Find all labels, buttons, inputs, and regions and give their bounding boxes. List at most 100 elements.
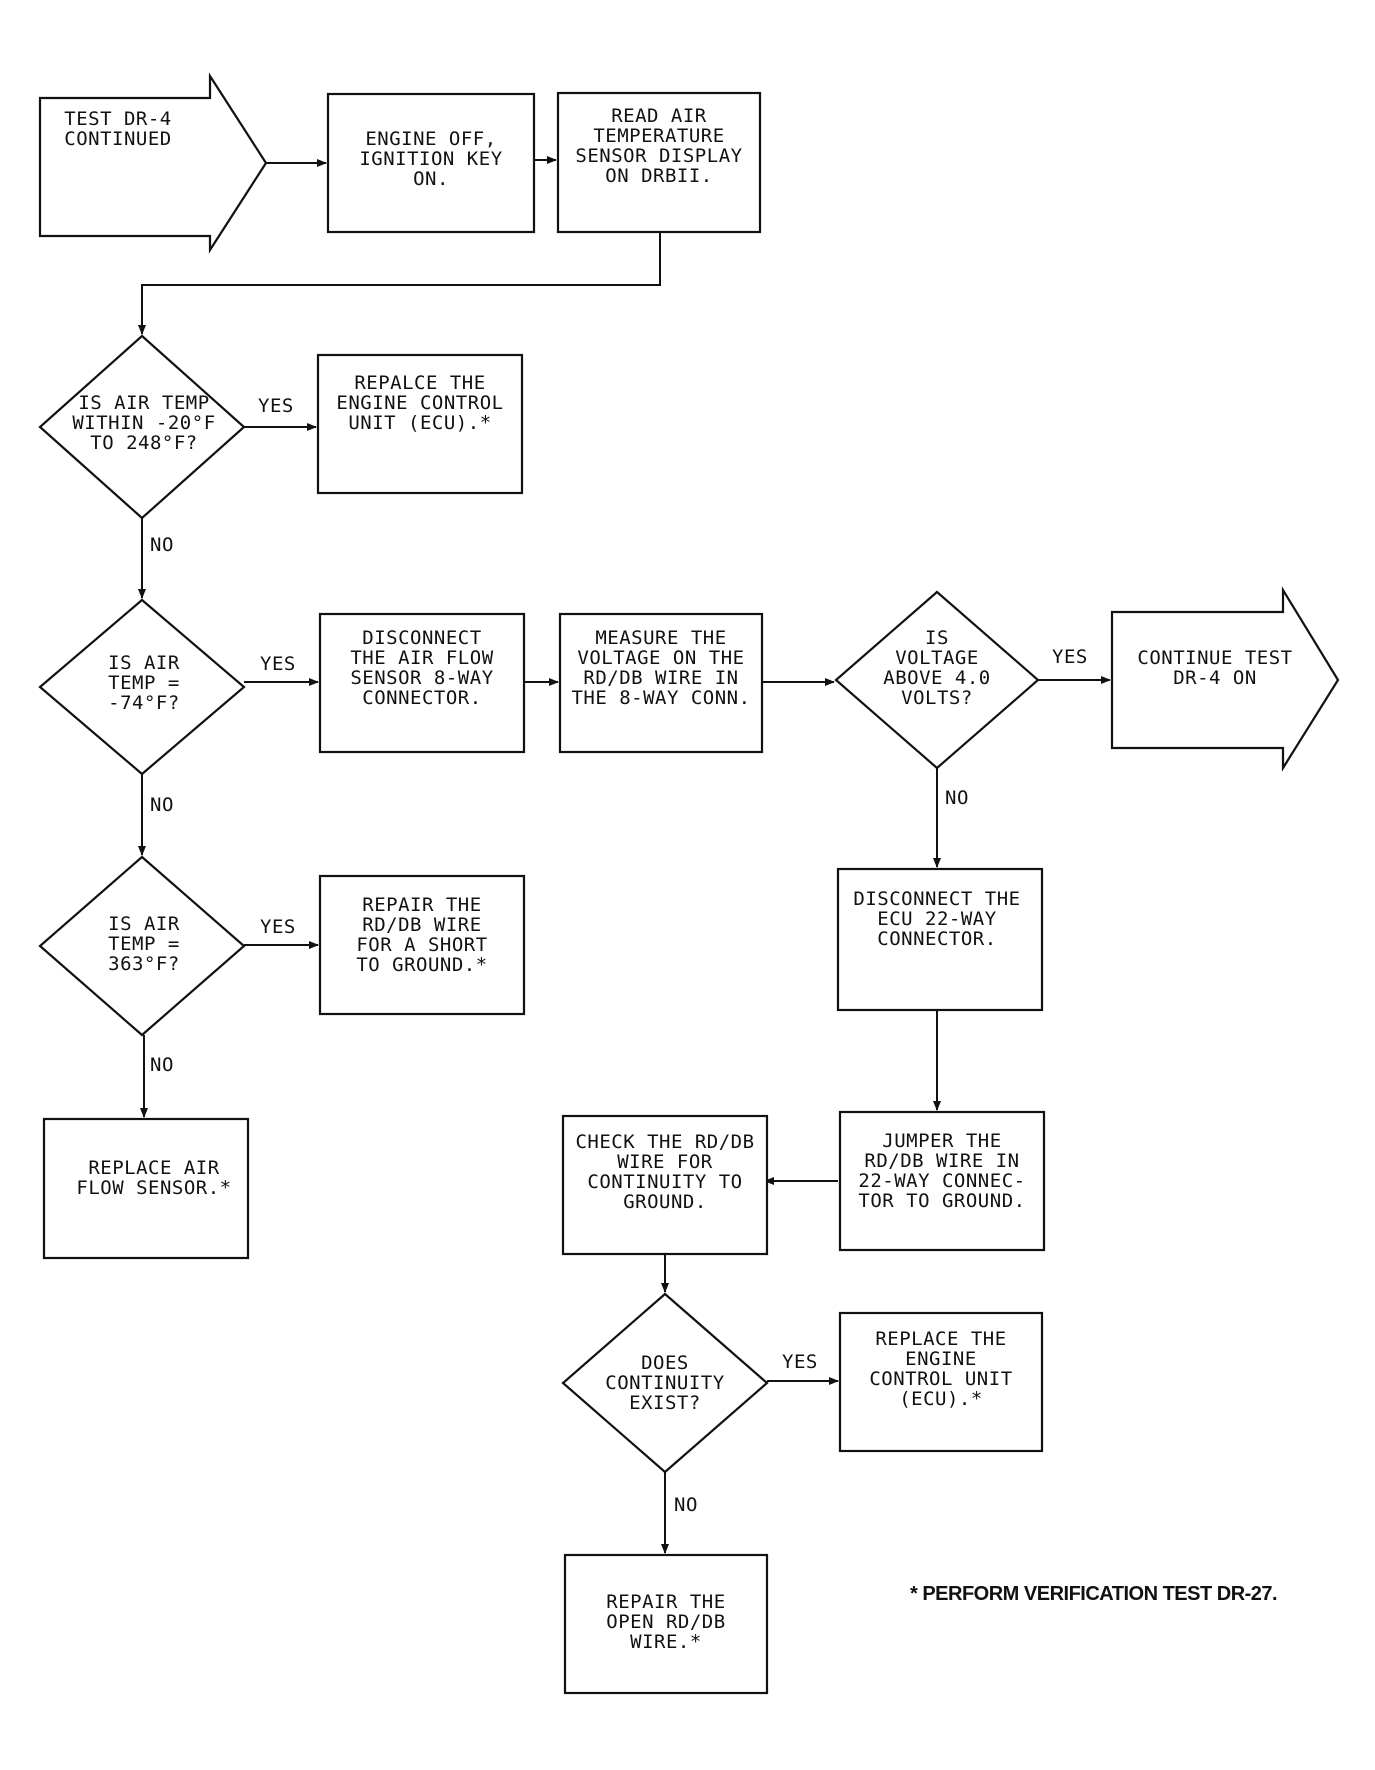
replace-ecu-1-box — [316, 353, 524, 495]
d-cont-diamond — [561, 1292, 769, 1474]
jumper-line-1: JUMPER THE — [882, 1130, 1001, 1152]
d3-line-1: IS AIR — [108, 913, 180, 935]
continue-line-2: DR-4 ON — [1173, 667, 1257, 689]
d-cont-line-1: DOES — [641, 1352, 689, 1374]
measure-line-1: MEASURE THE — [595, 627, 726, 649]
edge-labels: YES NO YES NO YES NO YES NO YES NO — [150, 395, 1088, 1516]
continue-arrow-shape — [1110, 586, 1340, 772]
d2-diamond — [38, 598, 246, 776]
d1-line-1: IS AIR TEMP — [78, 392, 209, 414]
d-volt-diamond — [834, 590, 1040, 770]
read-air-line-1: READ AIR — [611, 105, 707, 127]
disconnect-ecu-line-3: CONNECTOR. — [877, 928, 996, 950]
disconnect-ecu-box — [836, 867, 1044, 1012]
d2-line-1: IS AIR — [108, 652, 180, 674]
d1-diamond — [38, 334, 246, 520]
measure-line-4: THE 8-WAY CONN. — [571, 687, 750, 709]
engine-off-box — [326, 92, 536, 234]
d1-line-3: TO 248°F? — [90, 432, 197, 454]
disconnect-ecu-line-1: DISCONNECT THE — [853, 888, 1020, 910]
edge-read-air-to-d1 — [138, 232, 661, 335]
repair-short-line-2: RD/DB WIRE — [362, 914, 481, 936]
d3-line-3: 363°F? — [108, 953, 180, 975]
repair-open-box — [563, 1553, 769, 1695]
replace-ecu-1-line-3: UNIT (ECU).* — [348, 412, 491, 434]
connectors — [138, 156, 1111, 1554]
replace-ecu-1-line-1: REPALCE THE — [354, 372, 485, 394]
check-line-3: CONTINUITY TO — [587, 1171, 742, 1193]
repair-open-line-1: REPAIR THE — [606, 1591, 725, 1613]
check-line-1: CHECK THE RD/DB — [575, 1131, 754, 1153]
replace-ecu-1-line-2: ENGINE CONTROL — [336, 392, 503, 414]
replace-af-line-2: FLOW SENSOR.* — [76, 1177, 231, 1199]
check-box — [561, 1114, 769, 1256]
d3-yes-label: YES — [260, 916, 296, 938]
d-volt-line-3: ABOVE 4.0 — [883, 667, 990, 689]
d2-no-label: NO — [150, 794, 174, 816]
read-air-line-3: SENSOR DISPLAY — [575, 145, 742, 167]
check-line-2: WIRE FOR — [617, 1151, 713, 1173]
read-air-box — [556, 91, 762, 234]
d2-line-3: -74°F? — [108, 692, 180, 714]
measure-line-3: RD/DB WIRE IN — [583, 667, 738, 689]
repair-short-box — [318, 874, 526, 1016]
jumper-line-4: TOR TO GROUND. — [858, 1190, 1025, 1212]
read-air-line-2: TEMPERATURE — [593, 125, 724, 147]
disconnect-af-line-1: DISCONNECT — [362, 627, 481, 649]
d2-yes-label: YES — [260, 653, 296, 675]
repair-open-line-3: WIRE.* — [630, 1631, 702, 1653]
measure-line-2: VOLTAGE ON THE — [577, 647, 744, 669]
replace-ecu-2-line-4: (ECU).* — [899, 1388, 983, 1410]
replace-ecu-2-line-3: CONTROL UNIT — [869, 1368, 1012, 1390]
check-line-4: GROUND. — [623, 1191, 707, 1213]
jumper-line-3: 22-WAY CONNEC- — [858, 1170, 1025, 1192]
repair-short-line-4: TO GROUND.* — [356, 954, 487, 976]
dvolt-yes-label: YES — [1052, 646, 1088, 668]
d2-line-2: TEMP = — [108, 672, 180, 694]
engine-off-line-3: ON. — [413, 168, 449, 190]
dcont-yes-label: YES — [782, 1351, 818, 1373]
replace-ecu-2-line-2: ENGINE — [905, 1348, 977, 1370]
dcont-no-label: NO — [674, 1494, 698, 1516]
d-volt-line-1: IS — [925, 627, 949, 649]
d3-line-2: TEMP = — [108, 933, 180, 955]
d3-diamond — [38, 855, 246, 1037]
replace-ecu-2-box — [838, 1311, 1044, 1453]
disconnect-af-box — [318, 612, 526, 754]
engine-off-line-2: IGNITION KEY — [359, 148, 502, 170]
jumper-line-2: RD/DB WIRE IN — [864, 1150, 1019, 1172]
disconnect-ecu-line-2: ECU 22-WAY — [877, 908, 996, 930]
d-volt-line-2: VOLTAGE — [895, 647, 979, 669]
d3-no-label: NO — [150, 1054, 174, 1076]
measure-box — [558, 612, 764, 754]
d1-no-label: NO — [150, 534, 174, 556]
